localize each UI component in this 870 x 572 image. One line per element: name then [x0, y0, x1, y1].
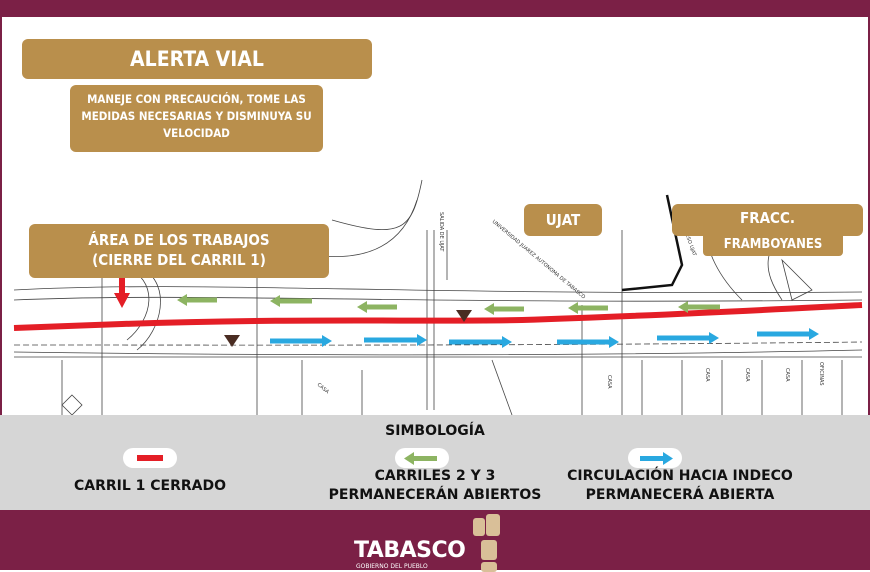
label-casa: CASA	[606, 375, 612, 389]
green-left-arrow-icon	[395, 448, 449, 468]
alert-title: ALERTA VIAL	[22, 39, 372, 79]
legend-label-indeco: CIRCULACIÓN HACIA INDECO PERMANECERÁ ABI…	[545, 467, 815, 505]
closed-lane-line	[13, 302, 863, 331]
tabasco-logo-subtext: GOBIERNO DEL PUEBLO	[356, 563, 428, 570]
open-lane-arrow	[270, 295, 312, 307]
indeco-flow-arrow	[270, 335, 332, 347]
logo-tile	[473, 518, 485, 536]
road-edge-north	[13, 286, 863, 294]
label-oficinas: OFICINAS	[818, 362, 824, 386]
work-area-callout: ÁREA DE LOS TRABAJOS (CIERRE DEL CARRIL …	[29, 224, 329, 278]
label-salida-ujat: SALIDA DE UJAT	[438, 212, 444, 252]
ujat-callout: UJAT	[524, 204, 602, 236]
blue-right-arrow-icon	[628, 448, 682, 468]
label-casa: CASA	[704, 368, 710, 382]
indeco-flow-arrow	[557, 336, 619, 348]
indeco-flow-arrow	[364, 334, 427, 346]
legend: SIMBOLOGÍA CARRIL 1 CERRADO CARRILES 2 Y…	[0, 415, 870, 510]
closure-arrow	[114, 265, 130, 308]
warning-message: MANEJE CON PRECAUCIÓN, TOME LAS MEDIDAS …	[70, 85, 323, 152]
fracc-callout: FRACC.	[672, 204, 863, 236]
indeco-flow-arrow	[757, 328, 819, 340]
traffic-cone-icon	[456, 310, 472, 322]
legend-label-indeco-line1: CIRCULACIÓN HACIA INDECO	[567, 468, 793, 484]
indeco-flow-arrow	[657, 332, 719, 344]
footer: TABASCO GOBIERNO DEL PUEBLO	[0, 510, 870, 572]
label-casa: CASA	[316, 382, 331, 396]
open-lane-arrow	[568, 302, 608, 314]
road-map: SALIDA DE UJAT UNIVERSIDAD JUAREZ AUTONO…	[0, 17, 870, 415]
open-lane-arrow	[177, 294, 217, 306]
legend-label-open: CARRILES 2 Y 3 PERMANECERÁN ABIERTOS	[310, 467, 560, 505]
legend-label-closed: CARRIL 1 CERRADO	[73, 478, 227, 494]
open-lane-arrow	[678, 301, 720, 313]
work-area-line1: ÁREA DE LOS TRABAJOS	[88, 231, 270, 249]
indeco-flow-arrow	[449, 336, 512, 348]
traffic-cone-icon	[224, 335, 240, 347]
open-lane-arrow	[357, 301, 397, 313]
legend-label-open-line1: CARRILES 2 Y 3	[374, 468, 496, 484]
label-casa: CASA	[784, 368, 790, 382]
logo-tile	[481, 562, 497, 572]
logo-tile	[481, 540, 497, 560]
road-plan: SALIDA DE UJAT UNIVERSIDAD JUAREZ AUTONO…	[13, 179, 863, 415]
fracc-name: FRAMBOYANES	[703, 234, 843, 256]
legend-label-indeco-line2: PERMANECERÁ ABIERTA	[585, 487, 775, 503]
open-lane-arrow	[484, 303, 524, 315]
legend-title: SIMBOLOGÍA	[385, 423, 485, 439]
tabasco-logo: TABASCO	[354, 538, 466, 563]
label-casa: CASA	[744, 368, 750, 382]
top-bar	[0, 0, 870, 17]
legend-label-open-line2: PERMANECERÁN ABIERTOS	[328, 487, 542, 503]
logo-tile	[486, 514, 500, 536]
red-dash-icon	[123, 448, 177, 468]
work-area-line2: (CIERRE DEL CARRIL 1)	[92, 251, 266, 269]
